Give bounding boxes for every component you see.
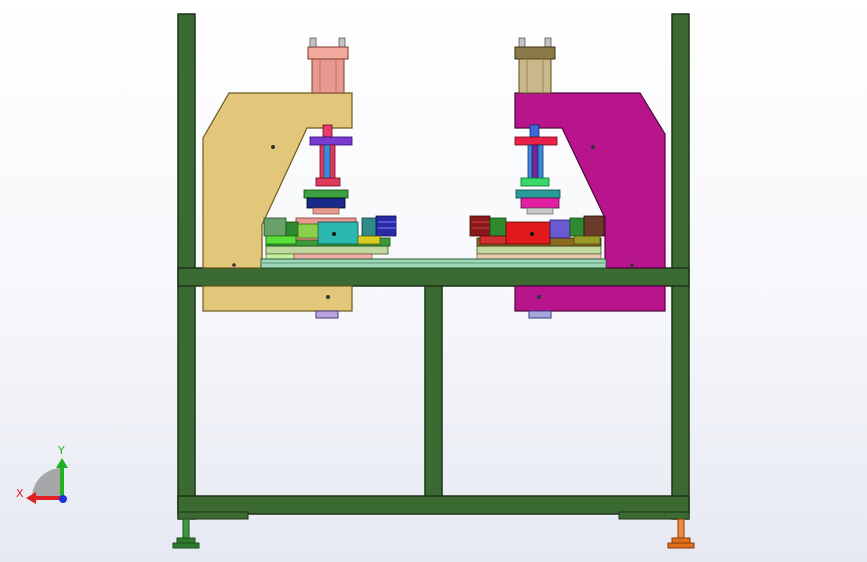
leveling-foot-right[interactable]	[667, 518, 695, 549]
frame-left-skirt	[177, 511, 249, 520]
leveling-foot-left[interactable]	[172, 518, 200, 549]
right-press-cylinder[interactable]	[514, 37, 556, 94]
z-axis-origin-icon	[59, 495, 67, 503]
x-axis-arrow-icon	[26, 492, 36, 504]
left-press-cylinder[interactable]	[307, 37, 349, 94]
left-press-ram[interactable]	[303, 124, 353, 215]
frame-right-skirt	[618, 511, 690, 520]
right-press-station[interactable]	[469, 37, 666, 319]
triad-plane-arc	[32, 468, 62, 498]
y-axis-arrow-icon	[56, 458, 68, 468]
left-press-c-frame[interactable]	[202, 92, 353, 269]
left-press-station[interactable]	[202, 37, 397, 319]
machine-frame[interactable]	[177, 13, 690, 520]
table-plate-edge	[261, 262, 606, 264]
frame-bottom-beam[interactable]	[177, 495, 690, 515]
right-press-ram[interactable]	[514, 124, 561, 215]
triad-y-label: Y	[58, 444, 65, 457]
triad-x-label: X	[16, 487, 24, 500]
right-press-fixture[interactable]	[469, 215, 605, 261]
